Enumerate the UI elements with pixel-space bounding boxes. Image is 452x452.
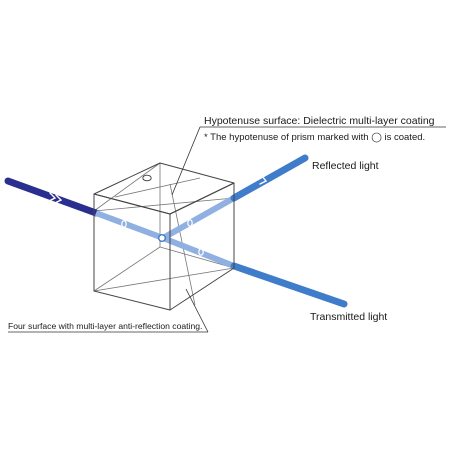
hypotenuse-surface bbox=[93, 177, 235, 306]
prism-cube bbox=[93, 162, 235, 311]
transmitted-light-label: Transmitted light bbox=[310, 311, 387, 323]
hypotenuse-title: Hypotenuse surface: Dielectric multi-lay… bbox=[204, 115, 435, 127]
incident-beam bbox=[4, 177, 100, 217]
antireflection-label: Four surface with multi-layer anti-refle… bbox=[8, 321, 202, 331]
internal-beam bbox=[94, 195, 236, 269]
reflected-beam bbox=[230, 154, 309, 202]
coated-marker-icon bbox=[142, 174, 152, 182]
antireflection-leader bbox=[8, 288, 209, 333]
prism-hidden-edges bbox=[93, 162, 235, 292]
hypotenuse-leader bbox=[171, 126, 446, 196]
reflected-light-label: Reflected light bbox=[312, 160, 379, 172]
hypotenuse-note: * The hypotenuse of prism marked with ◯ … bbox=[204, 132, 425, 143]
circle-marker-icon bbox=[121, 219, 204, 256]
chevron-arrow-icon bbox=[48, 175, 276, 293]
center-marker-icon bbox=[157, 233, 166, 242]
transmitted-beam bbox=[230, 262, 348, 308]
